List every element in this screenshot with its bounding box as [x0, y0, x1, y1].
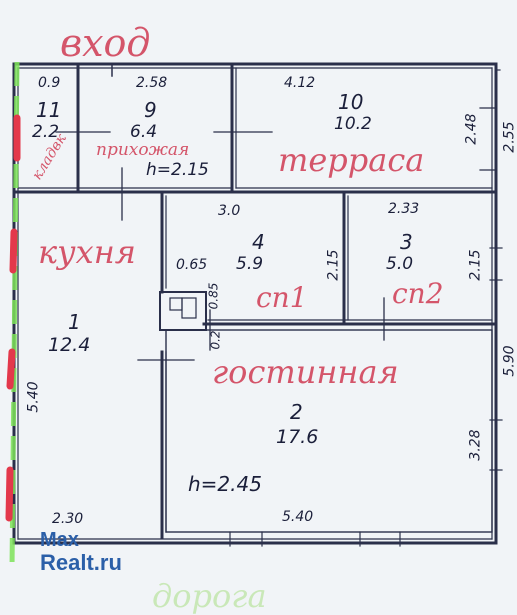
dim-2-58: 2.58 — [136, 75, 168, 91]
room-9-height: h=2.15 — [146, 160, 209, 180]
dim-0-85: 0.85 — [206, 282, 221, 310]
floor-plan — [5, 61, 503, 571]
room-1-area: 12.4 — [48, 334, 91, 356]
dim-0-65: 0.65 — [176, 257, 208, 273]
room-10-number: 10 — [338, 90, 364, 114]
dim-2-55: 2.55 — [501, 121, 517, 153]
room-2-area: 17.6 — [276, 426, 319, 448]
room-11-area: 2.2 — [32, 122, 60, 142]
stove — [159, 291, 207, 331]
dim-3-28: 3.28 — [467, 429, 484, 461]
bedroom2-label: сп2 — [392, 277, 444, 310]
entrance-label: вход — [60, 21, 151, 65]
room-4-number: 4 — [252, 230, 265, 254]
dim-2-48: 2.48 — [463, 113, 480, 145]
room-10-area: 10.2 — [334, 114, 372, 134]
dim-2-15-sp1: 2.15 — [325, 249, 342, 281]
room-4-area: 5.9 — [236, 254, 264, 274]
road-label: дорога — [152, 577, 267, 615]
dim-3-0: 3.0 — [218, 203, 241, 219]
room-11-number: 11 — [36, 98, 62, 122]
dim-4-12: 4.12 — [284, 75, 316, 91]
room-3-area: 5.0 — [386, 254, 414, 274]
room-3-number: 3 — [400, 230, 413, 254]
room-2-height: h=2.45 — [188, 472, 262, 496]
living-room-walls — [165, 329, 493, 533]
room-1-number: 1 — [68, 310, 81, 334]
room-2-number: 2 — [290, 400, 303, 424]
dim-5-90: 5.90 — [501, 345, 517, 377]
bedroom1-label: сп1 — [256, 281, 308, 314]
dim-0-9: 0.9 — [38, 75, 61, 91]
watermark-line1: Max — [40, 529, 79, 551]
room-9-number: 9 — [144, 98, 157, 122]
kitchen-label: кухня — [38, 233, 136, 271]
terrace-label: терраса — [278, 141, 425, 179]
dim-2-33: 2.33 — [388, 201, 420, 217]
watermark-line2: Realt.ru — [40, 550, 122, 575]
boundary-red-marks — [5, 114, 21, 522]
hallway-label: прихожая — [96, 140, 190, 160]
dim-0-2: 0.2 — [208, 330, 223, 350]
room-9-area: 6.4 — [130, 122, 158, 142]
dim-2-15-sp2: 2.15 — [467, 249, 484, 281]
dim-5-40-left: 5.40 — [25, 381, 42, 413]
dim-5-40-bottom: 5.40 — [282, 509, 314, 525]
living-room-label: гостинная — [212, 353, 399, 391]
watermark-logo: Max Realt.ru — [40, 530, 122, 574]
dim-2-30: 2.30 — [52, 511, 84, 527]
